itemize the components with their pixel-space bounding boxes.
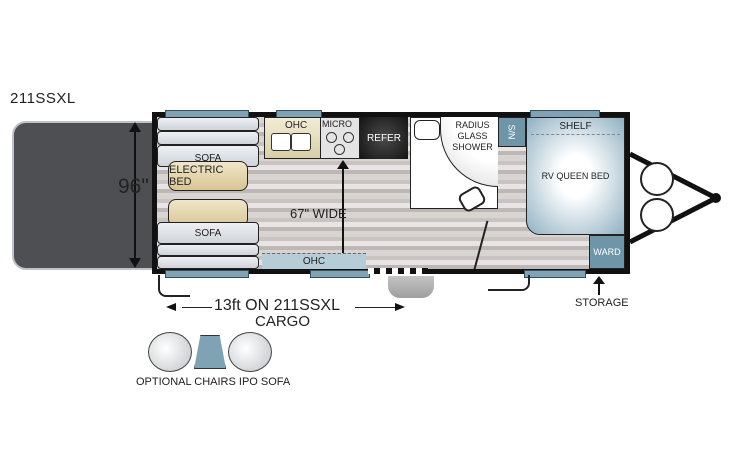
micro-label: MICRO [322,119,352,129]
arrow-up-icon [337,160,349,169]
cargo-ramp-door [12,121,154,270]
propane-tank [640,162,674,196]
sn-label: S/N [506,124,517,140]
arrow-up-icon [129,122,141,132]
shelf-divider [531,134,620,135]
window-bottom-rear [524,270,586,278]
sofa-bottom: SOFA [157,222,259,244]
refrigerator: REFER [360,117,408,159]
burner-icon [334,144,345,155]
sink-basin-left [271,133,291,151]
cargo-label: CARGO [255,313,311,330]
model-label: 211SSXL [10,90,76,107]
height-dimension: 96" [118,175,149,198]
height-dimension-line [134,126,136,266]
chair-icon [148,332,192,372]
optional-chairs-label: OPTIONAL CHAIRS IPO SOFA [136,376,291,388]
ohc-bottom-label: OHC [302,256,326,267]
sofa-top-label: SOFA [194,153,222,164]
arrow-left-icon [166,303,176,311]
cargo-dim-line-right [355,307,395,308]
microwave-stove: MICRO [320,117,360,159]
sofa-back-bottom-2 [157,256,259,269]
side-table-icon [194,335,226,369]
ramp-step [158,275,190,297]
ward-label: WARD [593,247,621,257]
refer-label: REFER [367,132,401,144]
storage-arrow-line [598,279,600,295]
width-dimension: 67" WIDE [290,206,347,221]
ohc-top-label: OHC [285,120,308,131]
radius-glass-shower: RADIUS GLASS SHOWER [440,117,498,187]
sink-basin-right [291,133,311,151]
bath-sink [414,120,440,140]
cargo-dim-line-left [182,307,212,308]
storage-label: STORAGE [575,297,629,309]
window-bottom-front [165,270,249,278]
entry-door [368,268,428,274]
sofa-back-bottom [157,244,259,256]
electric-bed-label: ELECTRIC BED [169,164,224,188]
ohc-bottom: OHC [262,253,366,269]
sofa-back-top [157,117,259,131]
arrow-down-icon [129,258,141,268]
window-bottom-middle [310,270,370,278]
entry-step [388,276,434,298]
shower-label: RADIUS GLASS SHOWER [452,120,493,152]
cargo-dimension: 13ft ON 211SSXL [214,297,340,314]
rv-queen-bed: SHELF RV QUEEN BED [526,117,625,235]
burner-icon [326,132,337,143]
sn-cabinet: S/N [498,117,526,147]
rear-step [488,275,530,291]
hitch-tongue [628,151,721,245]
propane-tank [640,198,674,232]
wardrobe: WARD [589,235,625,269]
sofa-bottom-label: SOFA [194,228,222,239]
electric-bed: ELECTRIC BED [168,161,248,191]
sofa-back-top-2 [157,131,259,145]
chair-icon [228,332,272,372]
burner-icon [343,132,354,143]
arrow-up-icon [593,276,605,284]
shelf-label: SHELF [559,121,592,132]
optional-chairs [148,328,278,376]
width-dimension-line [342,162,344,266]
arrow-right-icon [395,303,405,311]
queen-bed-label: RV QUEEN BED [541,171,610,181]
